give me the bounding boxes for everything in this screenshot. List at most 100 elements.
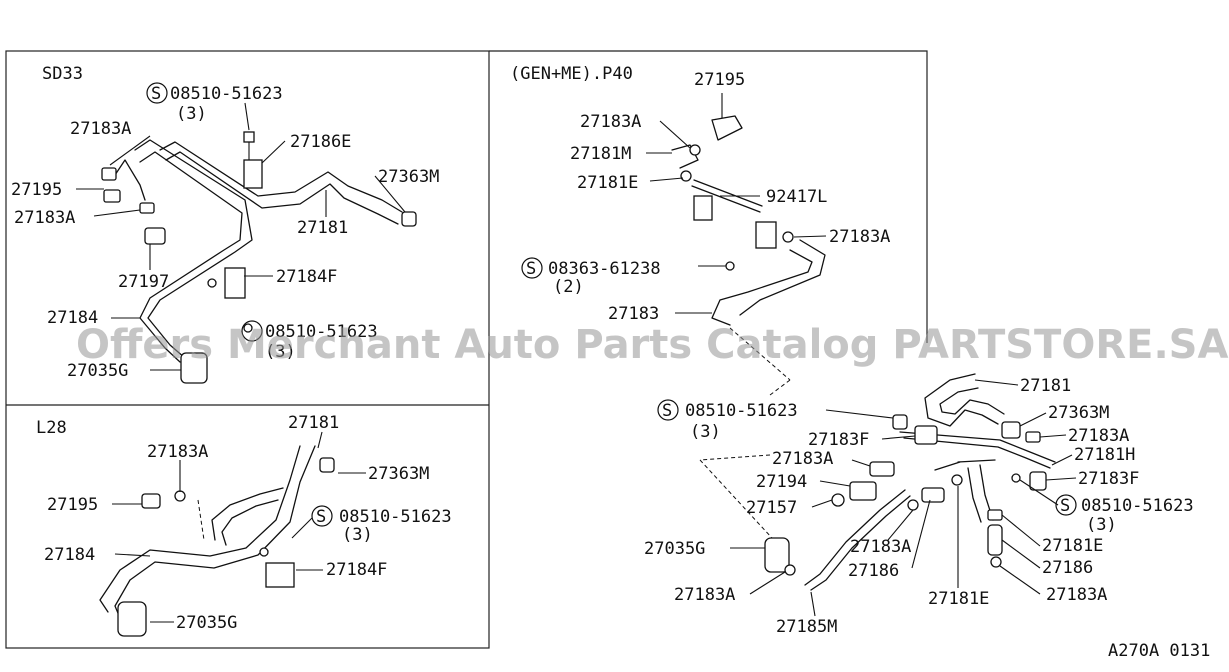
l28-parts [117,457,335,637]
bolt-icon [725,261,735,271]
symbol-s: S [662,401,672,421]
bolt-icon [207,278,217,288]
p40-frame [489,50,928,343]
bolt-icon [243,323,253,333]
sd33-leaders [76,102,406,371]
screw-symbol-icon [146,82,168,104]
cap-icon [401,211,417,227]
clamp-icon [1025,431,1041,443]
diagram-code: A270A 0131 [1108,641,1210,661]
bracket-icon [693,195,713,221]
sd33-label-27184F: 27184F [276,267,337,287]
p40-label-27181E: 27181E [577,173,638,193]
l28-label-27195: 27195 [47,495,98,515]
main-label-27181H: 27181H [1074,445,1135,465]
sd33-label-27197: 27197 [118,272,169,292]
symbol-s: S [1060,496,1070,516]
main-label-27183F-a: 27183F [808,430,869,450]
main-label-27035G: 27035G [644,539,705,559]
sd33-screw2-label: 08510-51623 [265,322,378,342]
hose-clip-icon [921,487,945,503]
bracket-icon [243,159,263,189]
l28-hoses [99,445,316,619]
bracket-icon [265,562,295,588]
p40-screw-label: 08363-61238 [548,259,661,279]
filter-icon [849,481,877,501]
sd33-labels: S 08510-51623 (3) 27183A 27186E 27195 27… [11,82,439,381]
main-label-27183A-e: 27183A [1046,585,1107,605]
main-label-27157: 27157 [746,498,797,518]
p40-label-92417L: 92417L [766,187,827,207]
sd33-label-27363M: 27363M [378,167,439,187]
screw-symbol-icon [657,399,679,421]
p40-label-27183A-b: 27183A [829,227,890,247]
clamp-icon [139,202,155,214]
screw-symbol-icon [241,320,263,342]
sd33-label-27183A-mid: 27183A [14,208,75,228]
p40-screw-qty: (2) [553,277,584,297]
l28-label-27184F: 27184F [326,560,387,580]
p40-link-line [729,327,791,381]
main-label-27181E-b: 27181E [928,589,989,609]
symbol-s: S [316,507,326,527]
l28-label-27184: 27184 [44,545,95,565]
screw-symbol-icon [521,257,543,279]
sd33-label-27195: 27195 [11,180,62,200]
washer-icon [831,493,845,507]
bolt-icon [1011,473,1021,483]
l28-label-27181: 27181 [288,413,339,433]
connector-icon [103,189,121,203]
clamp-icon [174,490,186,502]
sd33-parts [101,131,417,384]
p40-label-27183A: 27183A [580,112,641,132]
main-labels: 27181 S 08510-51623 (3) 27363M 27183F 27… [644,376,1194,637]
sd33-label-27186E: 27186E [290,132,351,152]
p40-link-line [769,379,791,396]
main-label-27183A-a: 27183A [1068,426,1129,446]
main-link-line [699,459,773,539]
l28-label-27035G: 27035G [176,613,237,633]
grommet-icon [180,352,208,384]
main-screw-b-label: 08510-51623 [1081,496,1194,516]
main-screw-a-qty: (3) [690,422,721,442]
cap-icon [1001,421,1021,439]
main-label-27181: 27181 [1020,376,1071,396]
p40-label-27183: 27183 [608,304,659,324]
sd33-screw-label: 08510-51623 [170,84,283,104]
bolt-icon [243,131,255,143]
p40-leaders [646,93,827,314]
clamp-icon [782,231,794,243]
clamp-icon [869,461,895,477]
bracket-icon [144,227,166,245]
connector-icon [141,493,161,509]
p40-parts [680,144,794,271]
l28-title: L28 [36,418,67,438]
l28-labels: 27181 27183A 27363M 27195 S 08510-51623 … [44,413,452,633]
main-label-27185M: 27185M [776,617,837,637]
main-label-27363M: 27363M [1048,403,1109,423]
main-label-27183A-b: 27183A [772,449,833,469]
sd33-hoses [114,139,403,363]
grommet-icon [117,601,147,637]
clamp-icon [914,425,938,445]
clamp-icon [987,509,1003,521]
clamp-icon [784,564,796,576]
bolt-icon [259,547,269,557]
l28-screw-label: 08510-51623 [339,507,452,527]
cap-icon [319,457,335,473]
main-leaders [730,379,1077,617]
sd33-screw2-qty: (3) [265,342,296,362]
l28-link-line [197,499,205,541]
bolt-icon [892,414,908,430]
p40-hoses [671,115,826,326]
sd33-label-27184: 27184 [47,308,98,328]
main-label-27186-r: 27186 [1042,558,1093,578]
sd33-title: SD33 [42,64,83,84]
bracket-icon [224,267,246,299]
main-label-27181E: 27181E [1042,536,1103,556]
symbol-s: S [151,84,161,104]
clamp-icon [951,474,963,486]
clamp-icon [680,170,692,182]
main-label-27183A-c: 27183A [850,537,911,557]
clamp-icon [990,556,1002,568]
